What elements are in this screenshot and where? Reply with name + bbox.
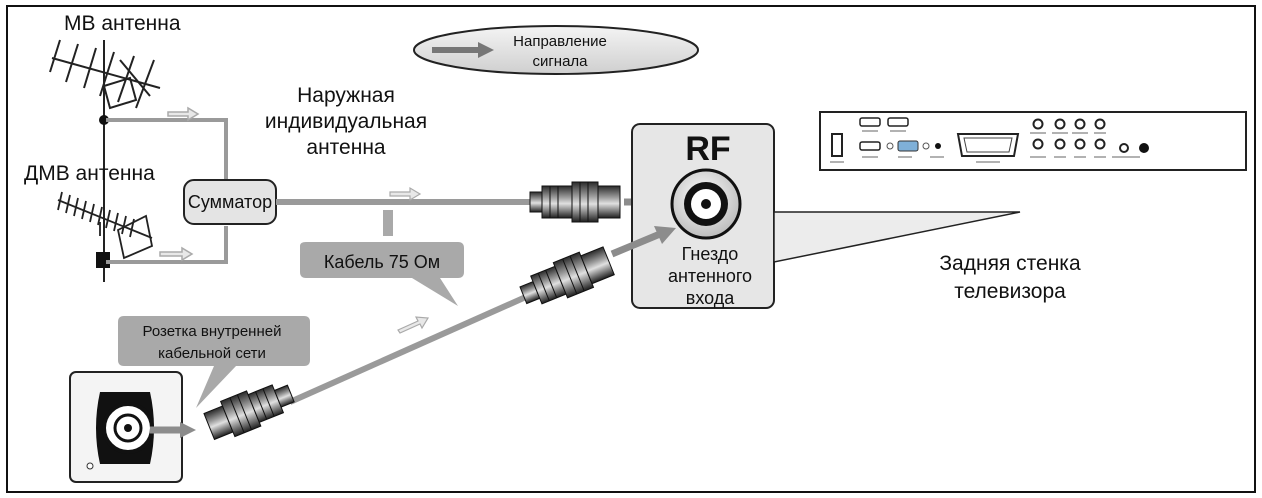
signal-direction-label-line-2: сигнала <box>532 53 588 70</box>
cable-label: Кабель 75 Ом <box>324 252 440 272</box>
mv-antenna-label: МВ антенна <box>64 12 181 35</box>
rf-jack-icon <box>670 168 742 240</box>
jack-label-line-1: Гнездо <box>682 244 739 264</box>
cable-callout <box>300 242 464 306</box>
antenna-feed-lines <box>106 118 228 264</box>
signal-direction-label-line-1: Направление <box>513 33 607 50</box>
socket-plug-arrowhead-icon <box>180 422 196 438</box>
tv-back-label-line-1: Задняя стенка <box>939 252 1081 275</box>
tv-end-connector-icon <box>519 246 615 305</box>
combiner-label: Сумматор <box>188 192 272 212</box>
dmv-antenna-label: ДМВ антенна <box>24 162 155 185</box>
indoor-cable <box>288 293 530 405</box>
bottom-plug-arrowhead-icon <box>654 226 676 244</box>
socket-end-connector-icon <box>203 384 295 441</box>
outdoor-cable-direction-arrow <box>389 186 422 202</box>
dmv-antenna-icon <box>57 191 154 260</box>
jack-label-line-2: антенного <box>668 266 752 286</box>
jack-label-line-3: входа <box>686 288 735 308</box>
feed-direction-arrows <box>159 106 200 262</box>
socket-callout <box>118 316 310 408</box>
signal-direction-legend <box>413 25 699 75</box>
socket-callout-line-2: кабельной сети <box>158 345 266 362</box>
tv-back-label-line-2: телевизора <box>954 280 1066 303</box>
outdoor-antenna-label-line-3: антенна <box>306 136 386 159</box>
socket-callout-line-1: Розетка внутренней <box>143 323 282 340</box>
outdoor-antenna-label-line-1: Наружная <box>297 84 395 107</box>
outdoor-antenna-label-line-2: индивидуальная <box>265 110 427 133</box>
outdoor-cable-connector-icon <box>529 181 621 223</box>
indoor-cable-direction-arrow <box>397 316 430 334</box>
mv-mast-joint <box>99 115 109 125</box>
signal-direction-arrowhead-icon <box>478 42 494 58</box>
mv-antenna-icon <box>49 39 161 282</box>
tv-back-panel <box>819 111 1247 171</box>
rf-label: RF <box>685 130 730 168</box>
bottom-plug-arrow-icon <box>610 230 662 258</box>
wall-socket-icon <box>69 371 183 483</box>
tv-back-pointer <box>773 211 1021 263</box>
